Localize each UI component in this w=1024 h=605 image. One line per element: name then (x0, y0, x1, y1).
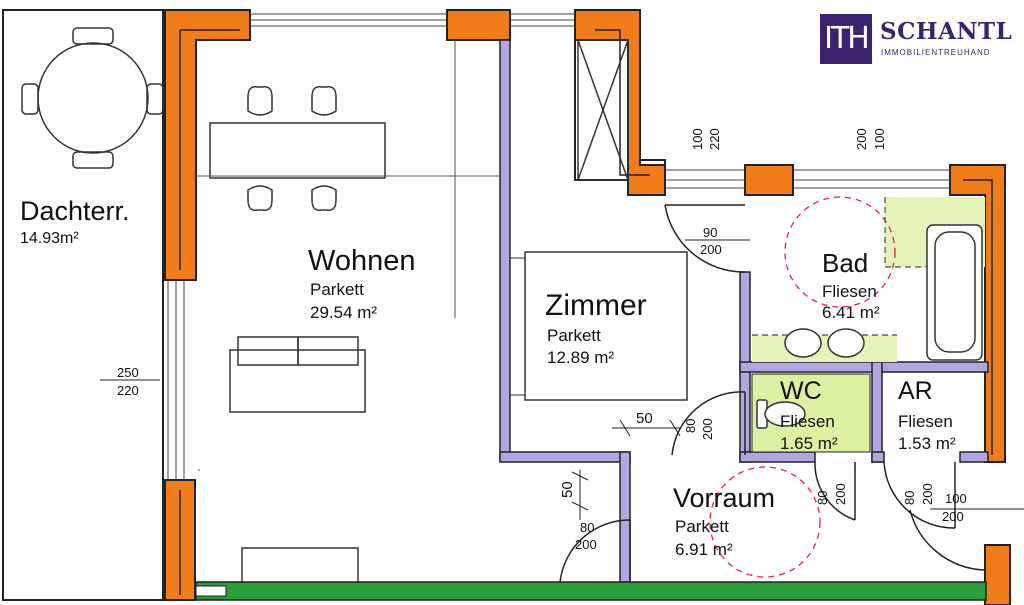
sink-icon (784, 328, 865, 358)
room-area-wohnen: 29.54 m² (310, 303, 377, 322)
dim-wohnen-door-width: 80 (580, 520, 594, 535)
terrace-table-icon (21, 27, 164, 169)
dim-entry-door-height: 200 (942, 509, 964, 524)
bathtub-icon (926, 224, 983, 361)
dim-bad-door-height: 200 (700, 242, 722, 257)
dim-entry-door-width: 100 (945, 491, 967, 506)
dim-bad-window-b: 100 (872, 128, 887, 150)
room-name-vorraum: Vorraum (673, 483, 775, 513)
dim-bad-door-width: 90 (703, 225, 717, 240)
dim-wc-door-width: 80 (815, 491, 830, 505)
room-name-wc: WC (780, 377, 822, 405)
room-floor-wohnen: Parkett (310, 280, 364, 299)
dim-terrace-width: 250 (117, 365, 139, 380)
dim-zimmer-window-b: 220 (707, 128, 722, 150)
room-floor-zimmer: Parkett (547, 326, 601, 345)
room-name-wohnen: Wohnen (308, 245, 416, 277)
turning-circles (709, 196, 896, 578)
logo-mark: ITH (820, 14, 872, 64)
bed-outline (524, 251, 688, 401)
toilet-icon (756, 399, 806, 429)
room-name-ar: AR (898, 377, 933, 405)
dim-wohnen-door-offset: 50 (559, 481, 576, 498)
sofa-icon (229, 336, 366, 413)
dim-terrace-height: 220 (117, 383, 139, 398)
balcony-rail (195, 581, 987, 601)
window-lines (167, 13, 950, 480)
interior-walls (499, 39, 989, 583)
room-name-dachterr: Dachterr. (20, 196, 130, 226)
door-swings (559, 204, 986, 583)
room-name-zimmer: Zimmer (545, 289, 647, 322)
dining-table-icon (209, 85, 386, 212)
dim-zimmer-door-width: 80 (683, 419, 698, 433)
terrace-outline (2, 9, 164, 601)
room-floor-ar: Fliesen (898, 412, 953, 431)
dim-ar-door-width: 80 (902, 491, 917, 505)
dim-ar-door-height: 200 (920, 483, 935, 505)
company-logo: ITH SCHANTL IMMOBILIENTREUHAND (820, 14, 1016, 66)
dim-zimmer-door-offset: 50 (636, 410, 653, 427)
dim-wc-door-height: 200 (833, 483, 848, 505)
room-floor-vorraum: Parkett (675, 517, 729, 536)
dim-zimmer-door-height: 200 (700, 418, 715, 440)
logo-tagline: IMMOBILIENTREUHAND (881, 48, 991, 57)
room-floor-wc: Fliesen (780, 412, 835, 431)
room-area-ar: 1.53 m² (898, 434, 956, 453)
dim-wohnen-door-height: 200 (575, 537, 597, 552)
room-area-vorraum: 6.91 m² (675, 540, 733, 559)
logo-name: SCHANTL (880, 18, 1013, 45)
dim-zimmer-window-a: 100 (690, 128, 705, 150)
room-name-bad: Bad (822, 248, 868, 278)
room-area-zimmer: 12.89 m² (547, 348, 614, 367)
room-area-dachterr: 14.93m² (20, 230, 79, 247)
wardrobe-icon (577, 39, 629, 181)
room-area-wc: 1.65 m² (780, 434, 838, 453)
room-floor-bad: Fliesen (822, 282, 877, 301)
room-area-bad: 6.41 m² (822, 303, 880, 322)
dim-bad-window-a: 200 (854, 128, 869, 150)
